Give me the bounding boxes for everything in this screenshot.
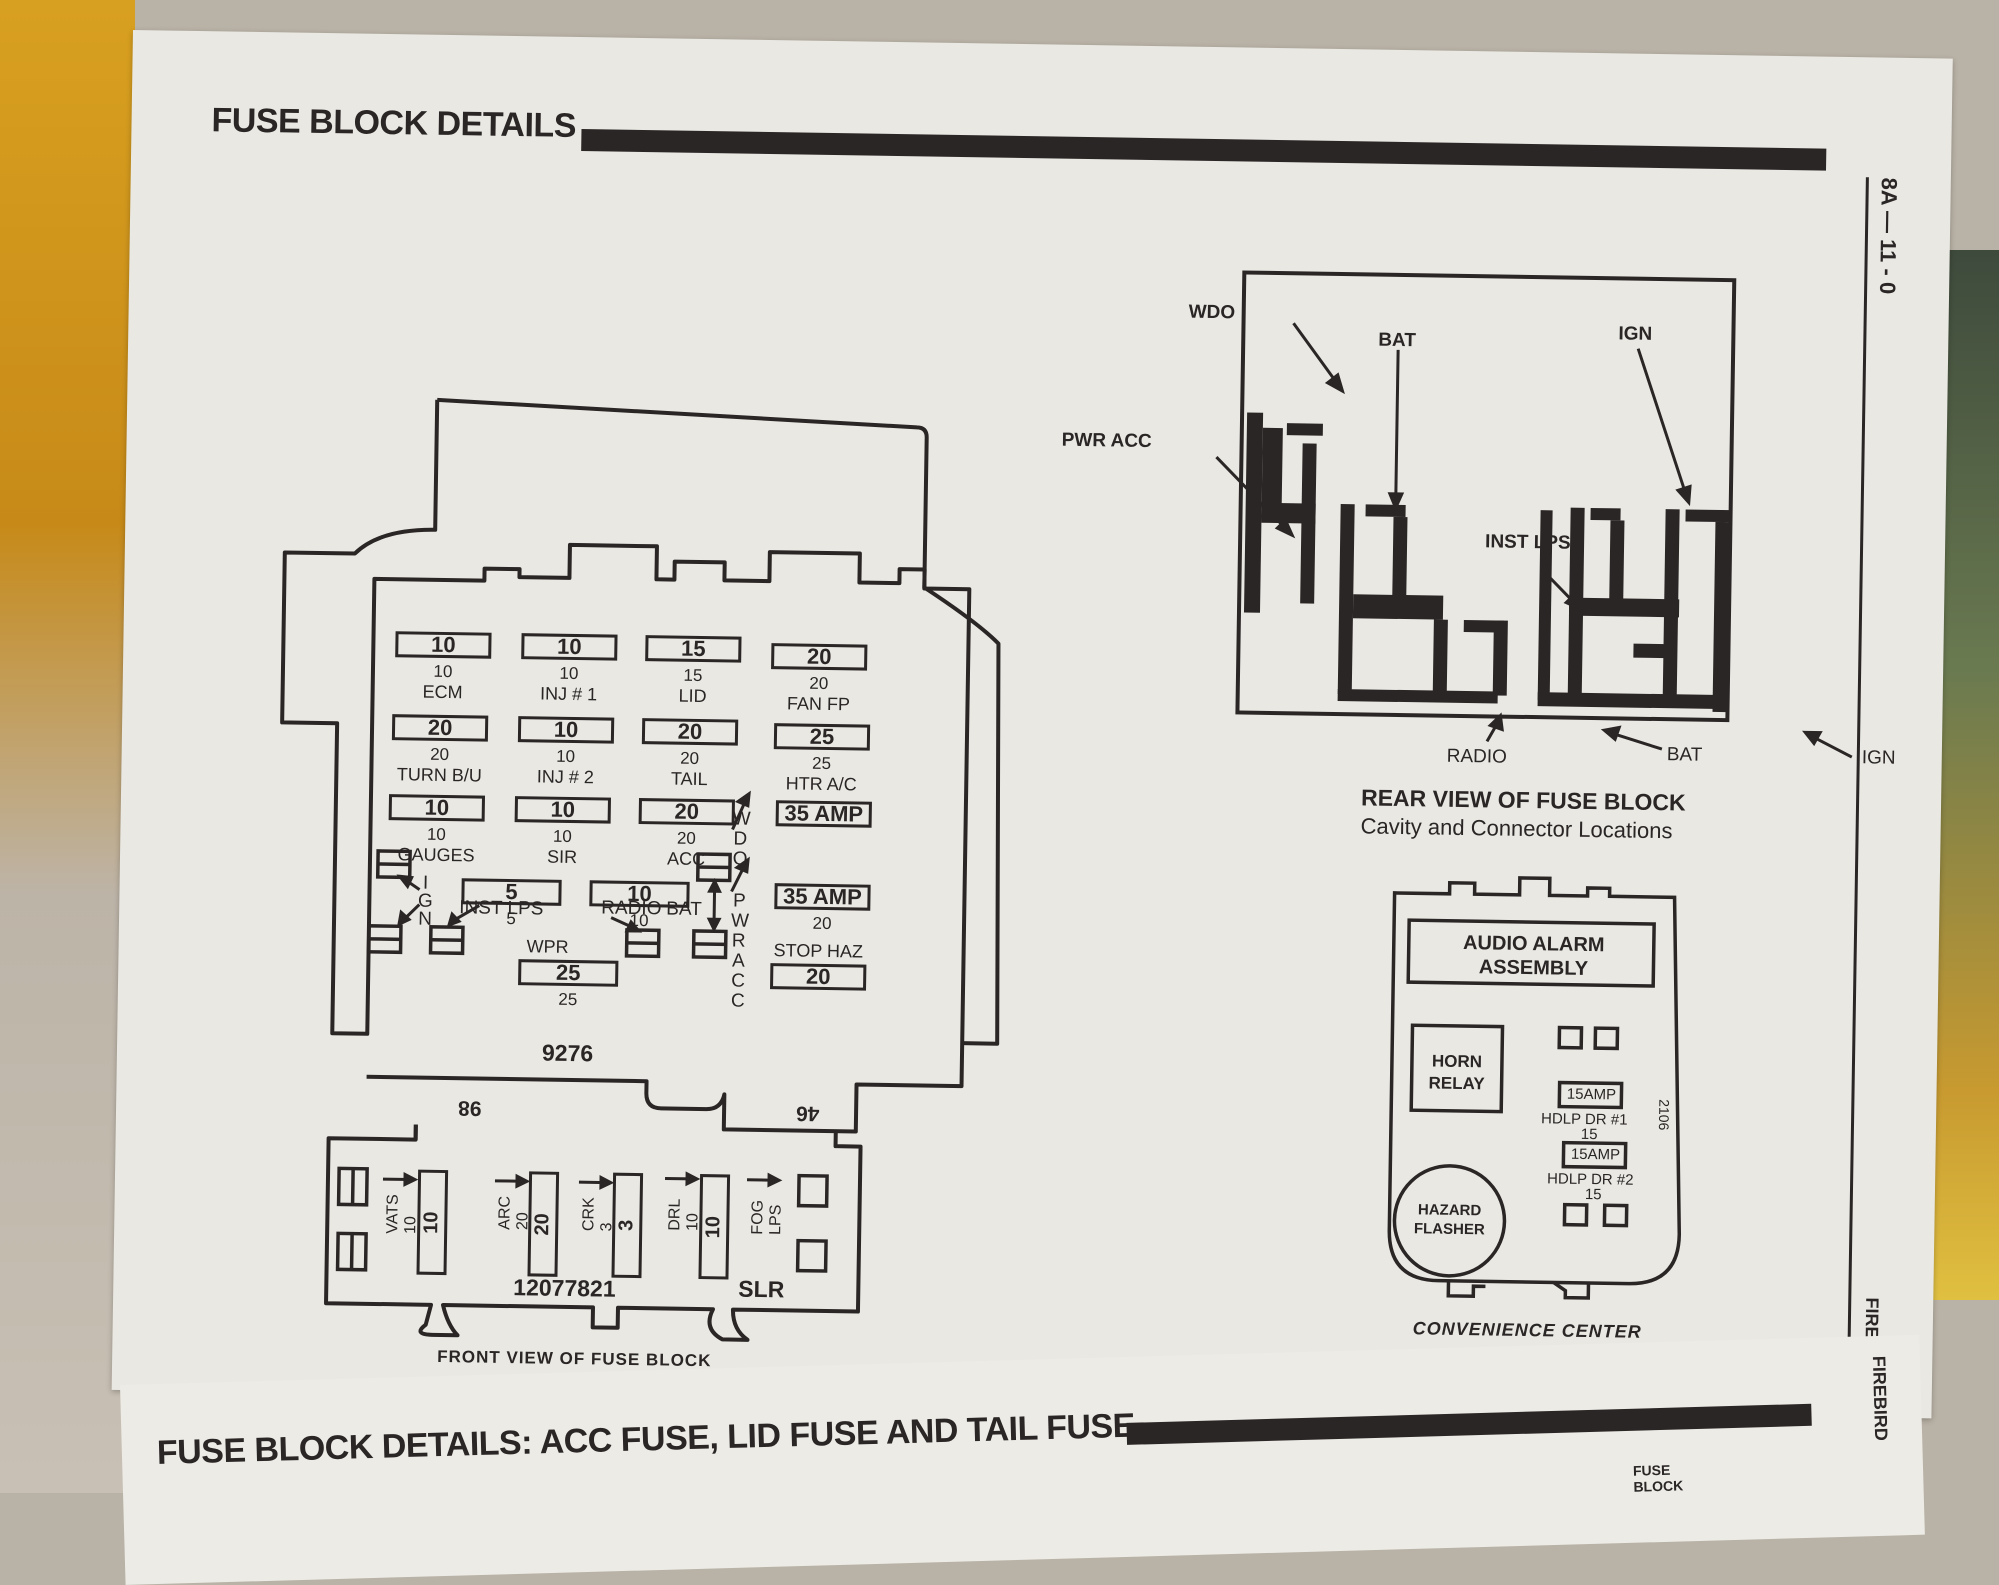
audio-alarm-label: AUDIO ALARM ASSEMBLY [1418, 930, 1649, 982]
hdlp-fuse-2-rating: 15AMP [1565, 1146, 1625, 1164]
hazard-flasher-label: HAZARD FLASHER [1404, 1200, 1495, 1239]
hdlp-fuse-1-amp: 15 [1581, 1126, 1598, 1143]
horn-relay-label: HORN RELAY [1416, 1050, 1497, 1095]
manual-page: FUSE BLOCK DETAILS 8A — 11 - 0 FIREBIRD … [112, 30, 1953, 1418]
next-page-title: FUSE BLOCK DETAILS: ACC FUSE, LID FUSE A… [156, 1407, 1135, 1473]
convenience-center-caption: CONVENIENCE CENTER [1413, 1318, 1642, 1343]
next-page-rule [1126, 1404, 1811, 1445]
front-view-caption: FRONT VIEW OF FUSE BLOCK [437, 1347, 712, 1371]
hdlp-fuse-1-rating: 15AMP [1561, 1086, 1621, 1104]
next-page-corner-label: FUSE BLOCK [1633, 1461, 1694, 1495]
next-page-side-tab: FIREBIRD [1868, 1356, 1891, 1442]
convenience-part-number: 2106 [1656, 1099, 1672, 1130]
hdlp-fuse-2-amp: 15 [1585, 1186, 1602, 1203]
